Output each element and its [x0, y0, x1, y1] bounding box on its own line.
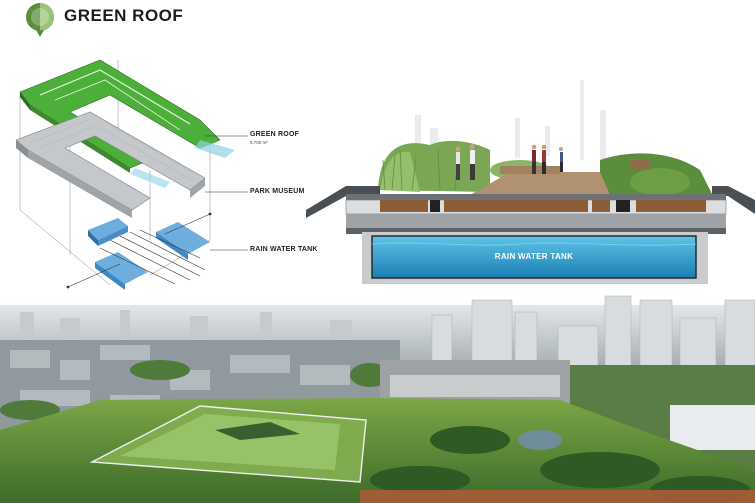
axonometric-diagram [15, 59, 248, 290]
leaf-logo-icon [26, 3, 54, 37]
park-museum-label: PARK MUSEUM [250, 188, 305, 195]
green-roof-label: GREEN ROOF [250, 131, 300, 138]
section-tank-label: RAIN WATER TANK [494, 252, 574, 261]
aerial-city-view [0, 295, 755, 503]
section-view [306, 80, 755, 284]
rain-water-tank-layer [88, 218, 210, 290]
rain-water-tank-label: RAIN WATER TANK [250, 246, 318, 253]
green-roof-area: 5,700 m² [250, 140, 268, 145]
visitors [455, 144, 563, 180]
flow-arrows [67, 213, 211, 288]
page-title: GREEN ROOF [64, 6, 184, 25]
park-museum-layer [15, 111, 206, 218]
